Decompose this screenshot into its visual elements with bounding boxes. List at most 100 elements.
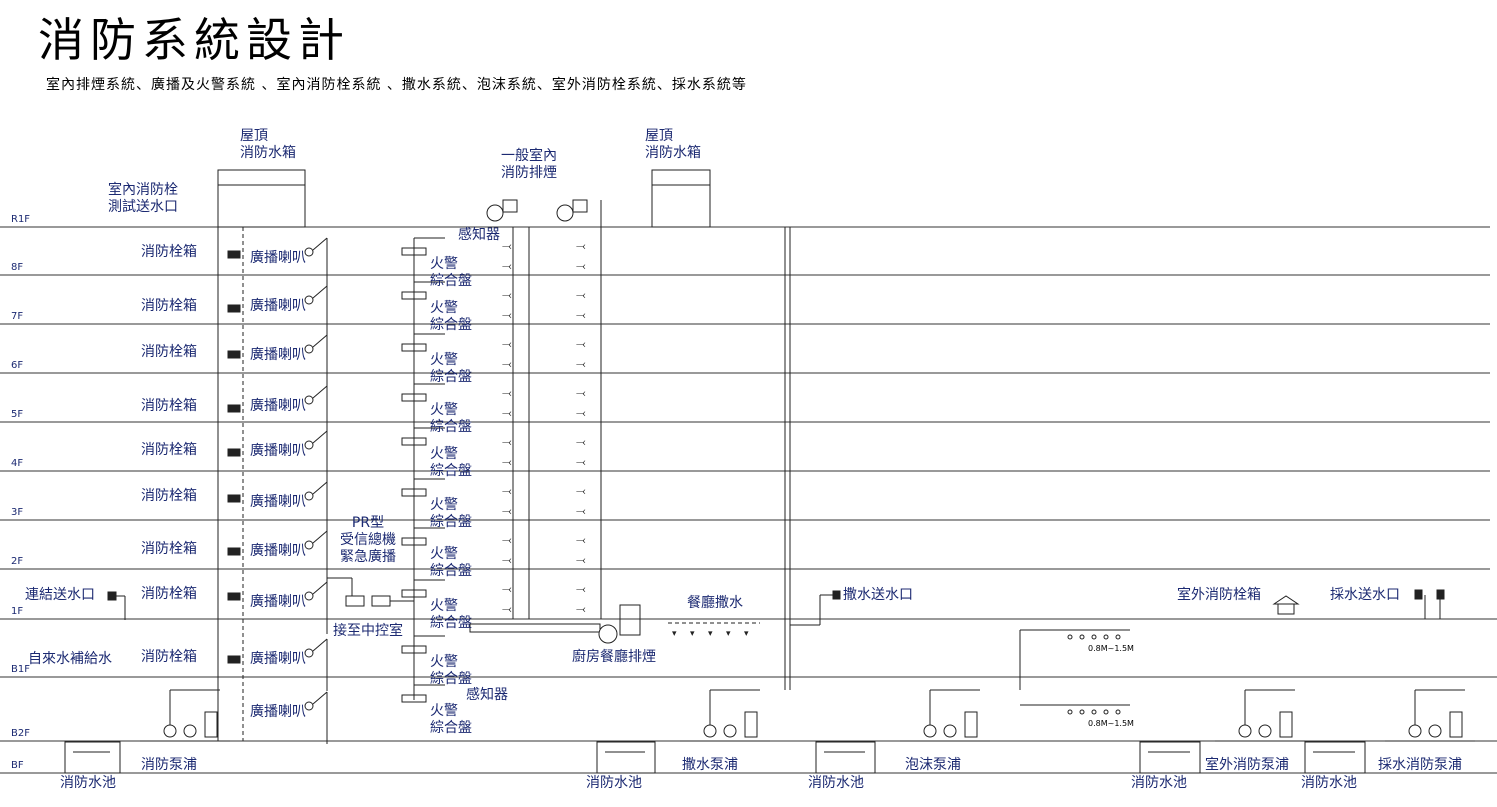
siamese-label: 連結送水口	[25, 587, 95, 603]
hydrant-box-label: 消防栓箱	[141, 298, 197, 314]
speaker-icon	[304, 491, 314, 501]
smoke-sensor-icon: ⤙	[502, 357, 512, 371]
speaker-icon	[304, 591, 314, 601]
alarm-panel-label: 火警綜合盤	[430, 256, 472, 289]
kitchen-fan	[598, 624, 618, 644]
smoke-sensor-icon: ⤙	[576, 435, 586, 449]
intake-pump-label: 採水消防泵浦	[1378, 757, 1462, 773]
smoke-sensor-icon: ⤙	[576, 553, 586, 567]
floor-label: 4F	[11, 458, 24, 469]
roof-tank-label-1: 屋頂消防水箱	[240, 128, 296, 161]
speaker-label: 廣播喇叭	[250, 398, 306, 414]
sprinkler-inlet-icon	[832, 590, 841, 600]
sprinkler-head-icon: ▾	[672, 629, 677, 639]
smoke-sensor-icon: ⤙	[502, 602, 512, 616]
roof-tank	[217, 169, 306, 228]
speaker-icon	[304, 440, 314, 450]
hydrant-box-label: 消防栓箱	[141, 244, 197, 260]
sprinkler-head-icon: ▾	[690, 629, 695, 639]
detector-label-top: 感知器	[458, 227, 500, 243]
smoke-sensor-icon: ⤙	[502, 484, 512, 498]
control-room-label: 接至中控室	[333, 623, 403, 639]
smoke-sensor-icon: ⤙	[502, 582, 512, 596]
foam-nozzle	[1103, 709, 1109, 715]
smoke-sensor-icon: ⤙	[576, 504, 586, 518]
pressure-tank	[204, 711, 218, 738]
speaker-label: 廣播喇叭	[250, 250, 306, 266]
alarm-panel-label: 火警綜合盤	[430, 352, 472, 385]
exhaust-fan	[556, 204, 574, 222]
speaker-icon	[304, 701, 314, 711]
smoke-sensor-icon: ⤙	[576, 386, 586, 400]
floor-label: R1F	[11, 214, 31, 225]
hydrant-box-label: 消防栓箱	[141, 586, 197, 602]
hydrant-box-label: 消防栓箱	[141, 488, 197, 504]
hydrant-box-icon	[227, 592, 241, 601]
outdoor-hydrant-icon	[1272, 595, 1300, 605]
hydrant-box-label: 消防栓箱	[141, 398, 197, 414]
pump-icon	[1408, 724, 1422, 738]
foam-nozzle	[1103, 634, 1109, 640]
foam-nozzle	[1067, 709, 1073, 715]
sprinkler-head-icon: ▾	[708, 629, 713, 639]
smoke-sensor-icon: ⤙	[576, 337, 586, 351]
foam-pump-label: 泡沫泵浦	[905, 757, 961, 773]
speaker-wire	[312, 430, 328, 444]
speaker-label: 廣播喇叭	[250, 543, 306, 559]
smoke-sensor-icon: ⤙	[502, 406, 512, 420]
hydrant-box-icon	[227, 404, 241, 413]
speaker-wire	[312, 691, 328, 705]
speaker-label: 廣播喇叭	[250, 443, 306, 459]
alarm-panel-label: 火警綜合盤	[430, 300, 472, 333]
smoke-sensor-icon: ⤙	[576, 533, 586, 547]
alarm-panel-label: 火警綜合盤	[430, 497, 472, 530]
hydrant-box-label: 消防栓箱	[141, 442, 197, 458]
smoke-sensor-icon: ⤙	[576, 259, 586, 273]
speaker-icon	[304, 395, 314, 405]
smoke-sensor-icon: ⤙	[502, 553, 512, 567]
hydrant-box-icon	[227, 250, 241, 259]
outdoor-pump-label: 室外消防泵浦	[1205, 757, 1289, 773]
foam-nozzle	[1115, 634, 1121, 640]
speaker-wire	[312, 385, 328, 399]
pressure-tank	[744, 711, 758, 738]
alarm-panel-label: 火警綜合盤	[430, 546, 472, 579]
speaker-label: 廣播喇叭	[250, 651, 306, 667]
smoke-sensor-icon: ⤙	[576, 357, 586, 371]
water-pool	[64, 741, 121, 774]
speaker-wire	[312, 285, 328, 299]
foam-nozzle	[1091, 634, 1097, 640]
floor-label: 2F	[11, 556, 24, 567]
pool-label-1: 消防水池	[60, 775, 116, 791]
foam-nozzle	[1079, 709, 1085, 715]
alarm-panel-label: 火警綜合盤	[430, 402, 472, 435]
hydrant-box-label: 消防栓箱	[141, 344, 197, 360]
smoke-sensor-icon: ⤙	[576, 455, 586, 469]
smoke-sensor-icon: ⤙	[576, 406, 586, 420]
water-pool	[1139, 741, 1201, 774]
fire-pump-label: 消防泵浦	[141, 757, 197, 773]
speaker-icon	[304, 247, 314, 257]
hydrant-box-icon	[227, 448, 241, 457]
smoke-sensor-icon: ⤙	[502, 288, 512, 302]
restaurant-sprinkler-label: 餐廳撒水	[687, 595, 743, 611]
page-subtitle: 室內排煙系統、廣播及火警系統 、室內消防栓系統 、撒水系統、泡沫系統、室外消防栓…	[46, 77, 747, 93]
intake-inlet-icon	[1436, 589, 1445, 600]
fan-housing	[619, 604, 641, 636]
outdoor-hydrant-box-label: 室外消防栓箱	[1177, 587, 1261, 603]
fan-housing	[502, 199, 518, 213]
foam-nozzle	[1091, 709, 1097, 715]
foam-nozzle	[1115, 709, 1121, 715]
hydrant-box-label: 消防栓箱	[141, 541, 197, 557]
speaker-wire	[312, 638, 328, 652]
hydrant-box-icon	[227, 494, 241, 503]
speaker-label: 廣播喇叭	[250, 298, 306, 314]
floor-label: 3F	[11, 507, 24, 518]
smoke-sensor-icon: ⤙	[502, 455, 512, 469]
alarm-panel-label: 火警綜合盤	[430, 598, 472, 631]
smoke-sensor-icon: ⤙	[502, 533, 512, 547]
tap-water-label: 自來水補給水	[28, 651, 112, 667]
smoke-sensor-icon: ⤙	[576, 308, 586, 322]
speaker-wire	[312, 481, 328, 495]
